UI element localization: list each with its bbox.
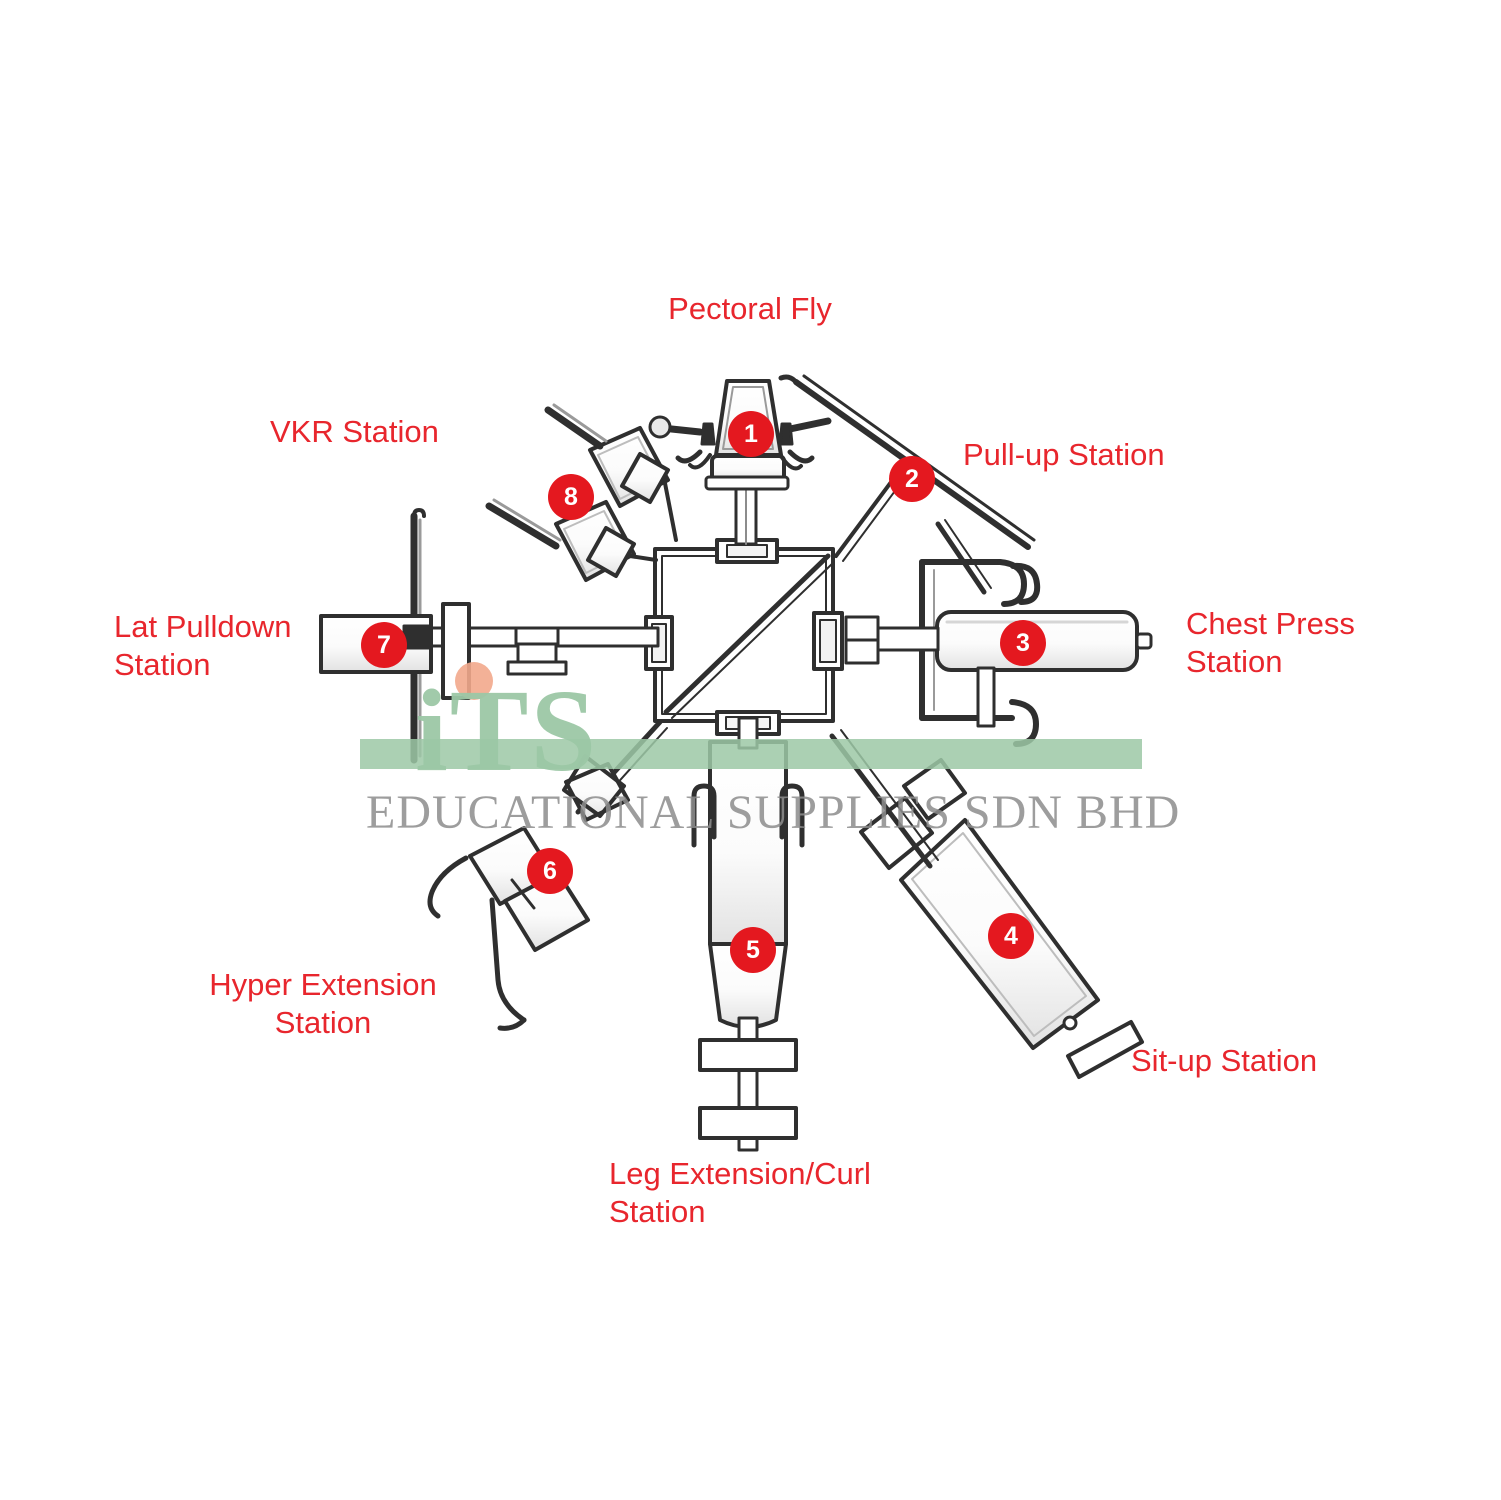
station-label-pull-up-station: Pull-up Station bbox=[963, 437, 1165, 472]
station-label-hyper-extension: Hyper Extension Station bbox=[209, 967, 437, 1040]
sit-up-assembly bbox=[829, 729, 1144, 1079]
station-badge-4[interactable]: 4 bbox=[988, 913, 1034, 959]
station-badge-6[interactable]: 6 bbox=[527, 848, 573, 894]
station-label-pectoral-fly: Pectoral Fly bbox=[668, 291, 832, 326]
station-label-leg-extension-curl: Leg Extension/Curl Station bbox=[609, 1156, 871, 1229]
station-badge-8[interactable]: 8 bbox=[548, 474, 594, 520]
station-badge-5[interactable]: 5 bbox=[730, 927, 776, 973]
station-badge-2[interactable]: 2 bbox=[889, 456, 935, 502]
pectoral-fly-assembly bbox=[648, 379, 832, 546]
station-label-lat-pulldown: Lat Pulldown Station bbox=[114, 609, 292, 682]
station-label-vkr-station: VKR Station bbox=[270, 414, 439, 449]
station-label-sit-up-station: Sit-up Station bbox=[1131, 1043, 1318, 1078]
central-frame bbox=[644, 538, 844, 736]
station-label-chest-press: Chest Press Station bbox=[1186, 606, 1355, 679]
vkr-assembly bbox=[485, 403, 678, 582]
chest-press-assembly bbox=[844, 519, 1153, 747]
station-badge-1[interactable]: 1 bbox=[728, 411, 774, 457]
station-badge-7[interactable]: 7 bbox=[361, 622, 407, 668]
station-badge-3[interactable]: 3 bbox=[1000, 620, 1046, 666]
